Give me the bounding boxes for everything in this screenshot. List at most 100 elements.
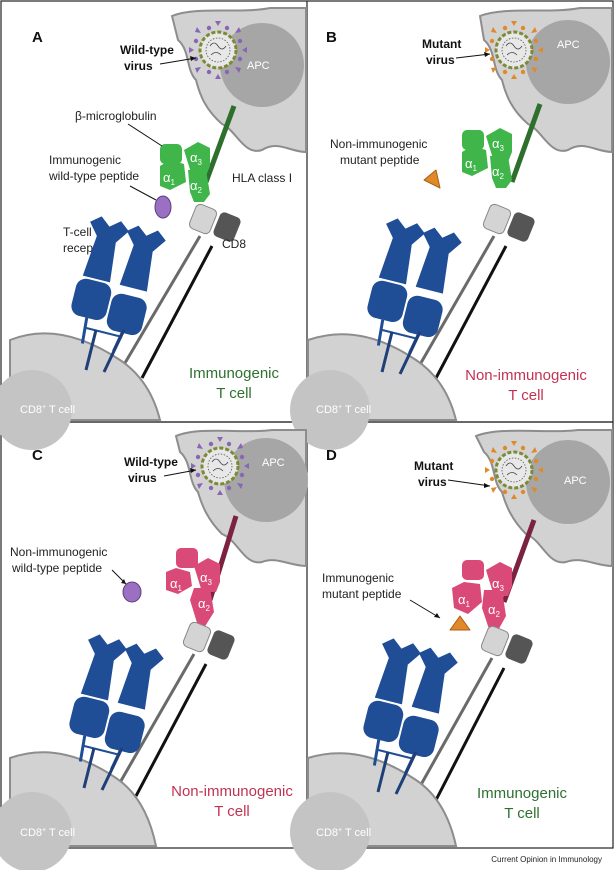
mhc-domain-alpha2 (188, 170, 210, 202)
peptide-label-line2: wild-type peptide (48, 169, 139, 183)
apc-label: APC (262, 457, 285, 469)
hla-anchor (203, 105, 237, 183)
cd8-t-cell-label: CD8+ T cell (316, 404, 371, 416)
virus-label-line1: Mutant (422, 37, 461, 51)
panel-b: APC B Mutant virus α1 α3 α2 Non-immunoge… (290, 7, 613, 450)
wildtype-peptide (154, 195, 172, 219)
mhc-domain-alpha3 (184, 142, 210, 176)
mhc-domain-alpha2 (482, 590, 506, 634)
cd8-coreceptor (479, 624, 535, 666)
beta-microglobulin-label: β-microglobulin (75, 109, 157, 123)
mhc-domain-alpha3 (486, 128, 512, 162)
svg-text:α2: α2 (198, 596, 211, 613)
mhc-domain-alpha1 (166, 568, 192, 594)
apc-nucleus (220, 23, 304, 107)
svg-text:α2: α2 (492, 164, 505, 181)
virus-arrow (159, 57, 197, 65)
tcr-beta-label: β (146, 694, 153, 709)
tcr-beta-label: β (148, 274, 155, 289)
panel-letter: A (32, 29, 43, 46)
svg-text:α2: α2 (190, 178, 203, 195)
peptide-label-line1: Non-immunogenic (10, 545, 107, 559)
result-line1: Non-immunogenic (171, 783, 293, 800)
peptide-label-line1: Immunogenic (322, 571, 394, 585)
peptide-label-line1: Immunogenic (49, 153, 121, 167)
svg-text:α2: α2 (488, 602, 501, 619)
virus-arrow (455, 53, 491, 59)
virus-arrow (447, 479, 491, 487)
svg-text:α3: α3 (200, 570, 213, 587)
mutant-peptide (449, 615, 471, 631)
result-line2: T cell (216, 385, 252, 402)
svg-text:α3: α3 (492, 576, 505, 593)
result-line2: T cell (508, 387, 544, 404)
mhc-domain-alpha1 (160, 160, 186, 190)
virus-label-line2: virus (128, 471, 157, 485)
tcr-alpha-label: α (112, 678, 120, 693)
tcr-alpha-label: α (114, 258, 122, 273)
svg-text:α1: α1 (465, 156, 478, 173)
virus-label-line1: Mutant (414, 459, 453, 473)
virus-label-line2: virus (124, 59, 153, 73)
hla-class-label: HLA class I (232, 171, 292, 185)
t-cell-nucleus (0, 792, 72, 872)
panel-letter: C (32, 447, 43, 464)
mhc-domain-alpha1 (452, 582, 482, 614)
cd8-label: CD8 (222, 237, 246, 251)
apc-nucleus (526, 440, 610, 524)
mhc-domain-alpha3 (194, 558, 220, 592)
svg-text:α1: α1 (163, 170, 176, 187)
result-line1: Immunogenic (477, 785, 568, 802)
peptide-label-line1: Non-immunogenic (330, 137, 427, 151)
hla-anchor (509, 103, 543, 183)
peptide-label-line2: mutant peptide (340, 153, 420, 167)
beta-microglobulin-domain (176, 548, 198, 568)
panel-d: APC D Mutant virus α1 α3 α2 Immunogenic … (290, 429, 613, 872)
t-cell-nucleus (0, 370, 72, 450)
cd8-coreceptor (181, 620, 237, 662)
cd8-t-cell-label: CD8+ T cell (20, 827, 75, 839)
t-cell-nucleus (290, 792, 370, 872)
svg-text:α1: α1 (170, 576, 183, 593)
result-line2: T cell (504, 805, 540, 822)
journal-credit: Current Opinion in Immunology (491, 855, 602, 864)
result-line1: Immunogenic (189, 365, 280, 382)
svg-text:α3: α3 (190, 150, 203, 167)
cd8-t-cell-label: CD8+ T cell (316, 827, 371, 839)
panel-letter: B (326, 29, 337, 46)
apc-nucleus (526, 20, 610, 104)
virus-label-line2: virus (418, 475, 447, 489)
mutant-peptide (423, 169, 441, 189)
panel-a: APC A Wild-type virus α1 α3 α2 β-microgl… (0, 7, 307, 450)
cd8-coreceptor (481, 202, 537, 244)
apc-nucleus (224, 438, 308, 522)
result-line1: Non-immunogenic (465, 367, 587, 384)
apc-label: APC (247, 60, 270, 72)
mhc-domain-alpha2 (190, 588, 214, 628)
peptide-label-line2: mutant peptide (322, 587, 402, 601)
wildtype-peptide (122, 581, 142, 603)
beta-microglobulin-domain (462, 560, 484, 580)
result-line2: T cell (214, 803, 250, 820)
virus-label-line1: Wild-type (120, 43, 174, 57)
beta-microglobulin-domain (462, 130, 484, 150)
mhc-domain-alpha2 (490, 156, 512, 188)
mhc-domain-alpha3 (486, 562, 512, 596)
svg-text:α3: α3 (492, 136, 505, 153)
svg-text:α1: α1 (458, 592, 471, 609)
t-cell-nucleus (290, 370, 370, 450)
tcr-alpha-label: α (406, 680, 414, 695)
virus-label-line1: Wild-type (124, 455, 178, 469)
panel-c: APC C Wild-type virus α1 α3 α2 Non-immun… (0, 429, 308, 872)
apc-label: APC (564, 475, 587, 487)
tcr-beta-label: β (444, 276, 451, 291)
peptide-label-line2: wild-type peptide (11, 561, 102, 575)
tcr-beta-label: β (440, 696, 447, 711)
panel-letter: D (326, 447, 337, 464)
beta-microglobulin-domain (160, 144, 182, 164)
mhc-domain-alpha1 (462, 146, 488, 176)
cd8-t-cell-label: CD8+ T cell (20, 404, 75, 416)
tcr-label-line1: T-cell (63, 225, 92, 239)
